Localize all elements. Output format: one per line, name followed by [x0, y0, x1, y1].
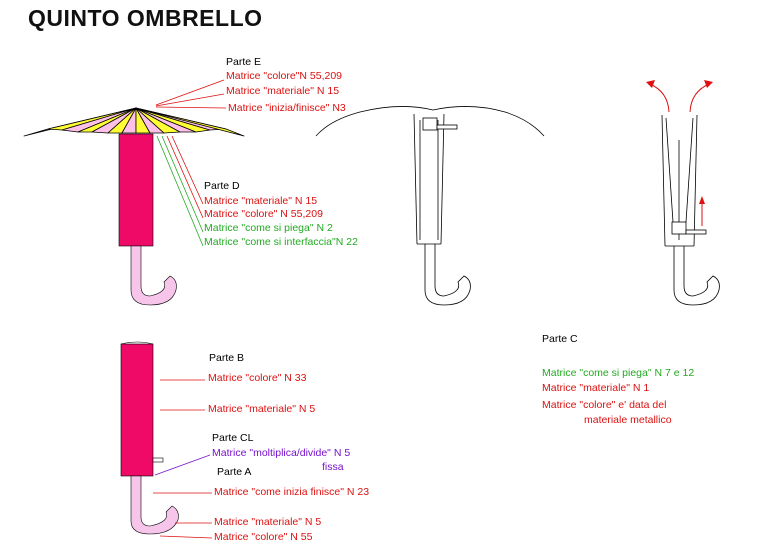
arrow-head-right — [704, 80, 713, 88]
part-c-line-1: Matrice "come si piega" N 7 e 12 — [542, 367, 695, 379]
part-cl-line-1: Matrice "moltiplica/divide" N 5 — [212, 447, 351, 459]
section-handle — [424, 244, 471, 306]
section-umbrella — [315, 106, 545, 306]
part-a-line-1: Matrice "come inizia finisce" N 23 — [214, 486, 370, 498]
part-e-line-2: Matrice "materiale" N 15 — [226, 85, 340, 97]
part-d-line-1: Matrice "materiale" N 15 — [204, 195, 318, 207]
part-cl-label: Parte CL — [212, 432, 254, 444]
mechanism-runner — [671, 221, 687, 235]
page-title: QUINTO OMBRELLO — [28, 5, 263, 31]
mechanism-handle — [673, 246, 720, 306]
mechanism-spring — [685, 229, 707, 235]
closed-umbrella-clasp — [152, 457, 164, 463]
part-e-line-3: Matrice "inizia/finisce" N3 — [228, 102, 346, 114]
arrow-head-up — [699, 196, 705, 204]
part-c-line-4: materiale metallico — [584, 414, 672, 426]
arrow-right-open — [689, 83, 710, 113]
part-d-line-3: Matrice "come si piega" N 2 — [204, 222, 333, 234]
mechanism-umbrella — [661, 114, 720, 306]
part-d-line-2: Matrice "colore" N 55,209 — [204, 208, 323, 220]
arrow-left-open — [649, 83, 670, 113]
closed-umbrella — [120, 341, 179, 535]
part-b-line-1: Matrice "colore" N 33 — [208, 372, 307, 384]
umbrella-canopy — [23, 107, 245, 137]
leader-lines-part-b — [160, 379, 205, 411]
part-d-label: Parte D — [204, 180, 240, 192]
closed-umbrella-handle — [130, 475, 179, 535]
leader-line-part-cl — [154, 454, 211, 476]
umbrella-shaft — [118, 133, 154, 247]
part-c-line-3: Matrice "colore" e' data del — [542, 399, 667, 411]
part-b-label: Parte B — [209, 352, 245, 364]
part-a-label: Parte A — [217, 466, 252, 478]
part-b-line-2: Matrice "materiale" N 5 — [208, 403, 316, 415]
part-cl-line-2: fissa — [322, 461, 344, 473]
section-spring — [436, 124, 458, 130]
umbrella-handle — [130, 245, 177, 306]
leader-lines-part-e — [155, 79, 227, 109]
open-umbrella — [23, 107, 245, 306]
part-a-line-3: Matrice "colore" N 55 — [214, 531, 313, 543]
part-e-line-1: Matrice "colore"N 55,209 — [226, 70, 343, 82]
part-c-label: Parte C — [542, 333, 578, 345]
section-canopy — [315, 106, 545, 137]
part-d-line-4: Matrice "come si interfaccia"N 22 — [204, 236, 358, 248]
section-runner — [422, 117, 438, 131]
part-a-line-2: Matrice "materiale" N 5 — [214, 516, 322, 528]
leader-lines-part-d — [156, 135, 204, 247]
closed-umbrella-shaft — [120, 343, 154, 477]
part-e-label: Parte E — [226, 56, 262, 68]
closed-umbrella-top — [120, 341, 154, 345]
part-c-line-2: Matrice "materiale" N 1 — [542, 382, 650, 394]
arrow-head-left — [646, 80, 655, 88]
leader-lines-part-a — [153, 492, 213, 539]
motion-arrows — [649, 83, 710, 226]
